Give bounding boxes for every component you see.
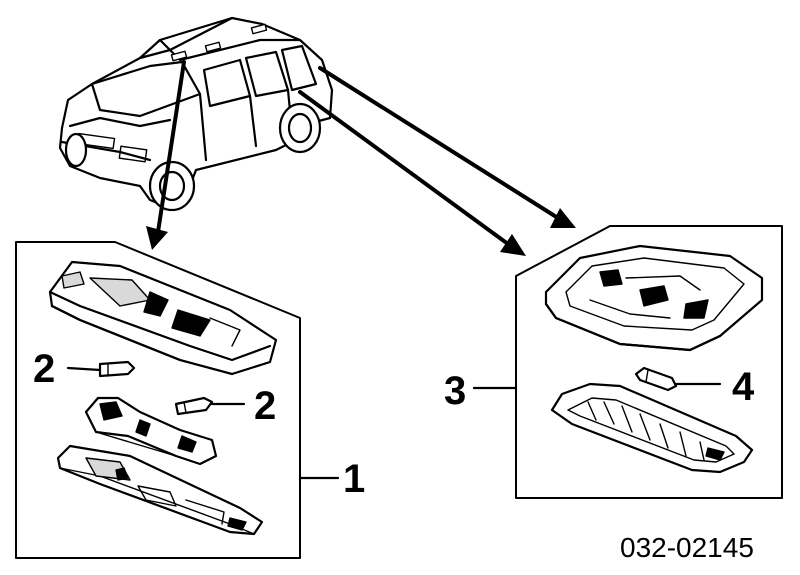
lens-icon [550, 382, 754, 474]
part-code: 032-02145 [620, 532, 754, 563]
vehicle-icon [58, 16, 334, 212]
callout-2-upper: 2 [33, 347, 55, 391]
arrow-to-assembly-3-a [298, 90, 526, 256]
dome-light-assembly-icon [544, 244, 764, 352]
map-light-assembly-icon [48, 260, 278, 376]
callout-4: 4 [732, 365, 755, 409]
callout-2-middle: 2 [254, 384, 276, 428]
socket-bracket-icon [84, 396, 218, 466]
lens-icon [56, 444, 264, 536]
arrow-to-assembly-1 [146, 60, 186, 250]
bulb-icon [174, 396, 246, 416]
arrow-to-assembly-3-b [318, 66, 576, 228]
callout-1: 1 [343, 457, 365, 501]
assembly-1-box [15, 241, 301, 559]
bulb-icon [66, 360, 136, 378]
bulb-icon [634, 366, 722, 392]
callout-3: 3 [444, 369, 466, 413]
assembly-3-box [515, 225, 783, 499]
